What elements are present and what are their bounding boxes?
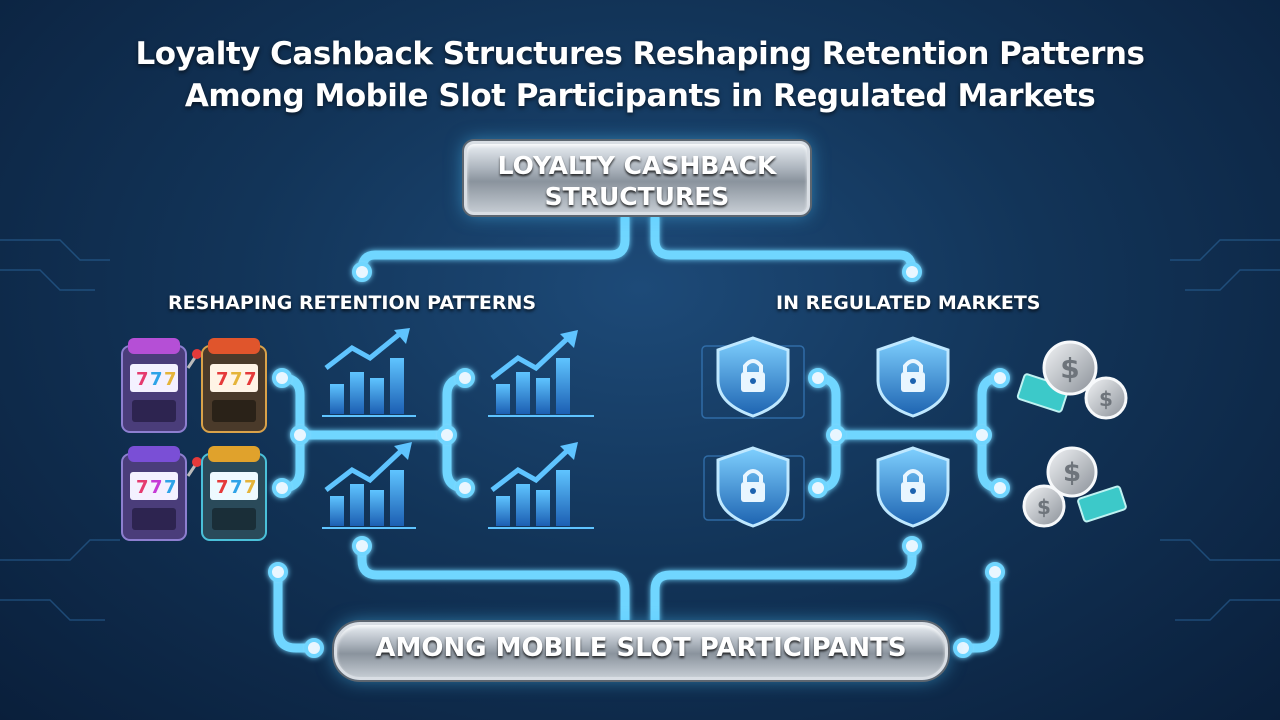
- growth-chart-icon: [488, 442, 594, 529]
- bottom-node: AMONG MOBILE SLOT PARTICIPANTS: [334, 622, 948, 680]
- slot-machine-icon: 7 7 7: [201, 446, 267, 541]
- svg-text:7: 7: [230, 477, 243, 498]
- dollar-coins-icon: $ $: [1022, 446, 1127, 528]
- svg-text:7: 7: [150, 369, 163, 390]
- top-node-line-1: LOYALTY CASHBACK: [497, 151, 777, 180]
- svg-text:$: $: [1037, 495, 1051, 519]
- svg-text:$: $: [1099, 387, 1113, 411]
- shield-lock-icon: [876, 336, 950, 418]
- svg-text:7: 7: [216, 369, 229, 390]
- svg-text:7: 7: [230, 369, 243, 390]
- svg-text:$: $: [1063, 458, 1081, 488]
- slot-machine-icon: 7 7 7: [121, 338, 202, 433]
- shield-lock-icon: [703, 446, 805, 528]
- connector-lines: [273, 213, 1005, 653]
- bottom-node-label: AMONG MOBILE SLOT PARTICIPANTS: [375, 633, 907, 663]
- page-title-line-2: Among Mobile Slot Participants in Regula…: [184, 78, 1096, 114]
- circuit-traces: [0, 239, 1280, 621]
- svg-text:7: 7: [216, 477, 229, 498]
- right-section-label: IN REGULATED MARKETS: [776, 292, 1041, 314]
- growth-chart-icon: [322, 328, 416, 417]
- slot-machine-icon: 7 7 7: [201, 338, 267, 433]
- svg-text:$: $: [1060, 352, 1079, 385]
- slot-machine-icon: 7 7 7: [121, 446, 202, 541]
- svg-text:7: 7: [164, 369, 177, 390]
- svg-text:7: 7: [136, 477, 149, 498]
- left-section-label: RESHAPING RETENTION PATTERNS: [168, 292, 537, 314]
- dollar-coins-icon: $ $: [1016, 340, 1128, 420]
- connector-nodes: [268, 262, 1010, 658]
- top-node-line-2: STRUCTURES: [544, 182, 730, 211]
- svg-text:7: 7: [244, 369, 257, 390]
- shield-lock-icon: [701, 336, 805, 419]
- page-title-line-1: Loyalty Cashback Structures Reshaping Re…: [135, 36, 1145, 72]
- growth-chart-icon: [322, 442, 416, 529]
- top-node: LOYALTY CASHBACK STRUCTURES: [464, 141, 810, 215]
- shield-lock-icon: [876, 446, 950, 528]
- growth-chart-icon: [488, 330, 594, 417]
- svg-text:7: 7: [136, 369, 149, 390]
- svg-text:7: 7: [164, 477, 177, 498]
- svg-text:7: 7: [150, 477, 163, 498]
- svg-text:7: 7: [244, 477, 257, 498]
